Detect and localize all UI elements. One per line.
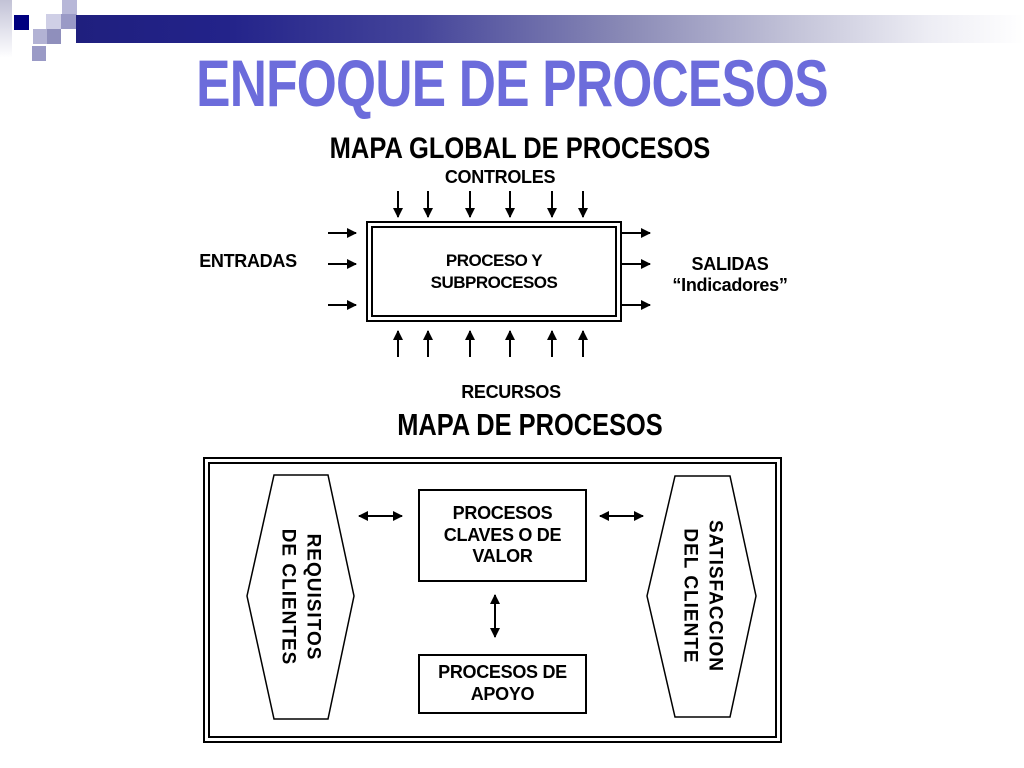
customer-requirements-label: REQUISITOS DE CLIENTES [278, 528, 324, 666]
outputs-label: SALIDAS “Indicadores” [672, 254, 788, 296]
global-map-heading: MAPA GLOBAL DE PROCESOS [329, 132, 711, 165]
decorative-square [46, 14, 61, 29]
output-arrows [622, 228, 651, 310]
inputs-label: ENTRADAS [199, 251, 297, 271]
customer-satisfaction-label: SATISFACCION DEL CLIENTE [680, 519, 726, 673]
decorative-square [62, 0, 77, 15]
key-processes-box: PROCESOS CLAVES O DE VALOR [418, 489, 587, 582]
support-processes-box: PROCESOS DE APOYO [418, 654, 587, 714]
resources-label: RECURSOS [461, 382, 561, 402]
controls-arrows [393, 191, 588, 218]
process-box-label: PROCESO Y SUBPROCESOS [371, 226, 617, 317]
decorative-square [61, 14, 76, 29]
decorative-square-navy [14, 15, 29, 30]
decorative-square [47, 29, 61, 44]
decorative-square [32, 46, 46, 61]
page-title: ENFOQUE DE PROCESOS [196, 46, 828, 120]
resources-arrows [393, 330, 588, 357]
controls-label: CONTROLES [444, 167, 556, 187]
decorative-square [33, 29, 47, 44]
process-box: PROCESO Y SUBPROCESOS [366, 221, 622, 322]
header-gradient-strip [0, 0, 12, 58]
input-arrows [328, 228, 357, 310]
header-gradient-bar [76, 15, 1024, 43]
process-map-heading: MAPA DE PROCESOS [397, 407, 663, 442]
process-map-inner-border [208, 462, 777, 738]
